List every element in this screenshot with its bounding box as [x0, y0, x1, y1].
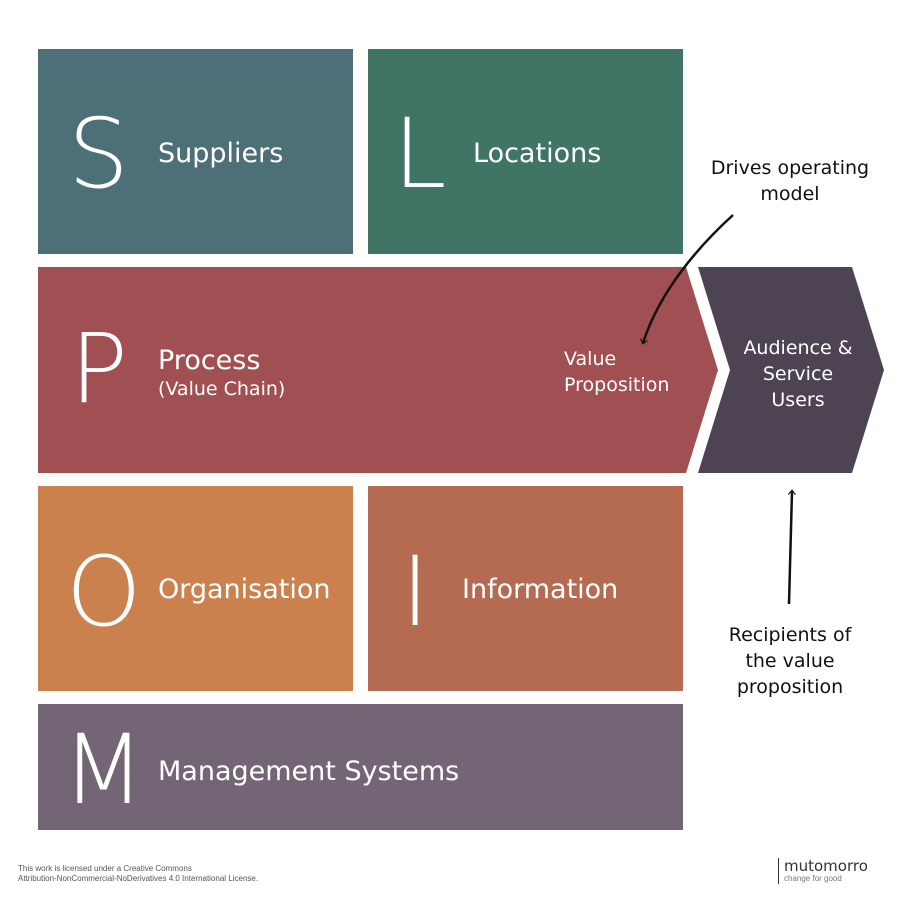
process-block	[38, 267, 718, 473]
management-letter: M	[62, 714, 145, 826]
recipients-annotation: Recipients of the value proposition	[710, 622, 870, 700]
organisation-label: Organisation	[158, 574, 331, 605]
recipients-line: the value	[745, 650, 835, 672]
value-proposition-line: Proposition	[564, 374, 670, 396]
audience-line: Service	[762, 363, 834, 385]
process-sublabel: (Value Chain)	[158, 378, 286, 400]
suppliers-block	[38, 49, 353, 254]
recipients-arrow	[787, 489, 796, 605]
recipients-line: Recipients of	[728, 624, 852, 646]
audience-text: Audience & Service Users	[728, 335, 868, 413]
information-block	[368, 486, 683, 691]
suppliers-label: Suppliers	[158, 138, 284, 169]
locations-label: Locations	[473, 138, 602, 169]
value-proposition-text: Value Proposition	[564, 346, 669, 398]
management-block	[38, 704, 683, 830]
information-label: Information	[462, 574, 619, 605]
recipients-line: proposition	[736, 676, 844, 698]
license-line: Attribution-NonCommercial-NoDerivatives …	[18, 874, 259, 883]
process-label: Process	[158, 345, 261, 376]
drives-annotation: Drives operating model	[700, 155, 880, 207]
logo-tagline: change for good	[784, 874, 842, 883]
audience-line: Users	[771, 389, 825, 411]
drives-line: Drives operating	[710, 157, 870, 179]
management-label: Management Systems	[158, 756, 460, 787]
drives-arrow	[640, 214, 734, 345]
audience-chevron	[698, 267, 884, 473]
mutomorro-logo: mutomorro change for good	[778, 858, 868, 884]
information-letter: I	[401, 536, 430, 648]
process-letter: P	[70, 313, 128, 425]
suppliers-letter: S	[68, 98, 129, 210]
logo-name: mutomorro	[784, 857, 868, 875]
drives-line: model	[760, 183, 820, 205]
locations-letter: L	[393, 98, 447, 210]
locations-block	[368, 49, 683, 254]
organisation-block	[38, 486, 353, 691]
audience-line: Audience &	[743, 337, 853, 359]
license-line: This work is licensed under a Creative C…	[18, 864, 192, 873]
value-proposition-line: Value	[564, 348, 617, 370]
license-notice: This work is licensed under a Creative C…	[18, 864, 258, 884]
organisation-letter: O	[66, 536, 142, 648]
